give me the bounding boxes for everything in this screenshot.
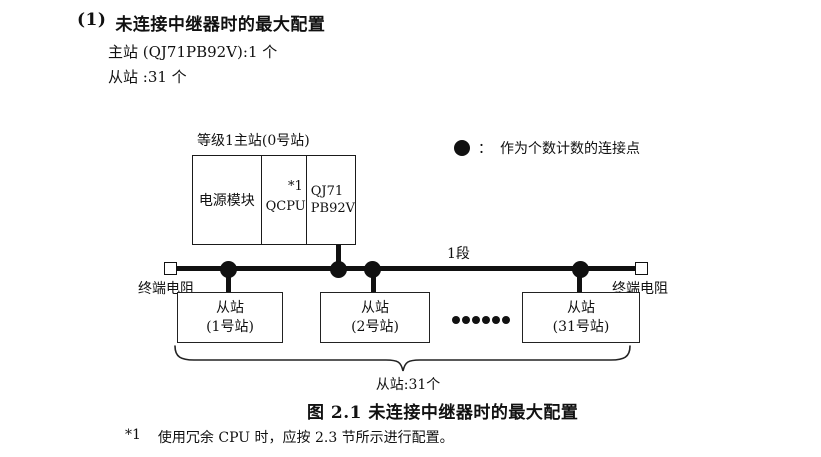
right-terminator-icon bbox=[635, 262, 648, 275]
connection-dot bbox=[220, 261, 237, 278]
slave31-station-number: (31号站) bbox=[552, 318, 610, 335]
slave-station-31-box: 从站 (31号站) bbox=[522, 292, 640, 343]
continuation-ellipsis bbox=[452, 316, 510, 324]
power-module-cell: 电源模块 bbox=[198, 193, 255, 209]
section-heading: (1) 未连接中继器时的最大配置 bbox=[77, 10, 325, 35]
slave2-station-number: (2号站) bbox=[351, 318, 399, 335]
left-terminator-icon bbox=[164, 262, 177, 275]
master-station-label: 等级1主站(0号站) bbox=[197, 133, 310, 149]
spec-master-count: 主站 (QJ71PB92V):1 个 bbox=[108, 43, 278, 61]
section-number: (1) bbox=[77, 10, 107, 30]
bus-line bbox=[176, 266, 637, 271]
ellipsis-dot bbox=[462, 316, 470, 324]
ellipsis-dot bbox=[472, 316, 480, 324]
slave1-station-number: (1号站) bbox=[206, 318, 254, 335]
slave2-label: 从站 bbox=[361, 299, 389, 316]
cpu-label: QCPU bbox=[265, 199, 306, 214]
slave-station-1-box: 从站 (1号站) bbox=[177, 292, 283, 343]
slave2-drop-line bbox=[371, 270, 376, 293]
slave1-drop-line bbox=[226, 270, 231, 293]
slave-station-2-box: 从站 (2号站) bbox=[320, 292, 430, 343]
connection-dot bbox=[330, 261, 347, 278]
spec-slave-count: 从站 :31 个 bbox=[108, 68, 187, 86]
segment-label: 1段 bbox=[447, 246, 470, 262]
slave31-label: 从站 bbox=[567, 299, 595, 316]
footnote-text: 使用冗余 CPU 时，应按 2.3 节所示进行配置。 bbox=[157, 430, 454, 446]
ellipsis-dot bbox=[482, 316, 490, 324]
slave-group-brace bbox=[174, 345, 631, 372]
slave1-label: 从站 bbox=[216, 299, 244, 316]
connection-dot bbox=[364, 261, 381, 278]
section-title: 未连接中继器时的最大配置 bbox=[115, 15, 326, 35]
ellipsis-dot bbox=[502, 316, 510, 324]
brace-label: 从站:31个 bbox=[375, 377, 441, 393]
network-module-cell: QJ71 PB92V bbox=[307, 156, 355, 244]
master-station-box: 电源模块 QCPU *1 QJ71 PB92V bbox=[192, 155, 356, 245]
cpu-cell: QCPU *1 bbox=[260, 156, 307, 244]
footnote: *1 使用冗余 CPU 时，应按 2.3 节所示进行配置。 bbox=[125, 427, 454, 447]
footnote-marker: *1 bbox=[125, 427, 141, 443]
spec-lines: 主站 (QJ71PB92V):1 个 从站 :31 个 bbox=[108, 40, 277, 90]
network-module-line1: QJ71 bbox=[310, 184, 344, 199]
network-module-line2: PB92V bbox=[310, 201, 355, 216]
connection-point-icon bbox=[454, 140, 470, 156]
slave31-drop-line bbox=[577, 270, 582, 293]
cpu-footnote-ref: *1 bbox=[287, 179, 303, 194]
legend: ： 作为个数计数的连接点 bbox=[454, 138, 640, 158]
ellipsis-dot bbox=[492, 316, 500, 324]
legend-colon: ： bbox=[478, 141, 492, 157]
figure-caption: 图 2.1 未连接中继器时的最大配置 bbox=[307, 403, 579, 423]
connection-dot bbox=[572, 261, 589, 278]
ellipsis-dot bbox=[452, 316, 460, 324]
master-drop-line bbox=[336, 245, 341, 267]
legend-text: 作为个数计数的连接点 bbox=[500, 141, 640, 157]
